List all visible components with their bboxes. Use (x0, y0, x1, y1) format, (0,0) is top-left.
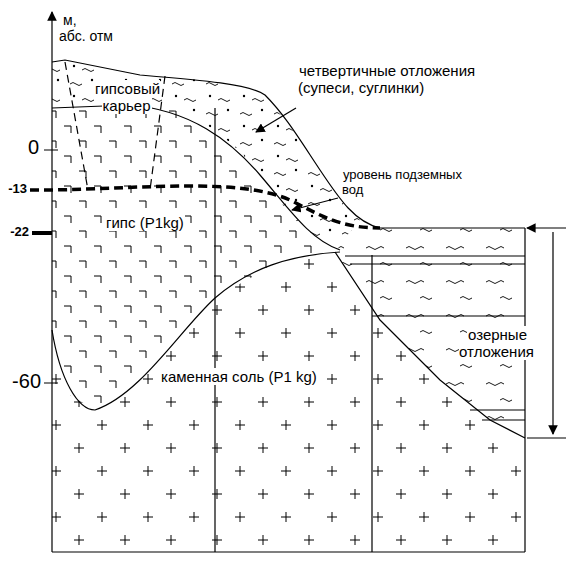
label-text: четвертичные отложения (супеси, суглинки… (298, 62, 475, 96)
quarry-label: гипсовый карьер (90, 80, 164, 115)
axis-tick-label: 0 (18, 136, 40, 159)
axis-unit: абс. отм (58, 28, 138, 44)
y-axis (51, 12, 52, 552)
label-text: -13 (7, 181, 28, 196)
layer-label: каменная соль (P1 kg) (160, 368, 360, 385)
layer-label: четвертичные отложения (супеси, суглинки… (298, 62, 478, 97)
label-text: -60 (11, 370, 42, 392)
layer-label: озерные отложения (448, 326, 546, 361)
layer-label: гипс (P1kg) (105, 214, 225, 231)
ground-surface (52, 60, 525, 228)
axis-ticks (44, 150, 58, 383)
tick-22 (32, 231, 52, 235)
salt-fill (52, 252, 525, 552)
callout-quaternary (256, 108, 296, 132)
label-text: озерные отложения (459, 326, 535, 360)
axis-unit: м, (62, 12, 102, 28)
callout-groundwater (292, 198, 338, 210)
label-text: -22 (9, 224, 30, 239)
groundwater-label: уровень подземных вод (342, 168, 462, 198)
groundwater-level (30, 186, 380, 228)
quarry-dash (65, 62, 165, 190)
label-text: уровень подземных вод (342, 167, 462, 197)
label-text: абс. отм (58, 28, 114, 44)
salt-top (52, 252, 340, 410)
label-text: 0 (27, 136, 40, 158)
lake-bracket (527, 228, 566, 438)
quaternary-base (52, 105, 340, 250)
label-text: гипс (P1kg) (105, 214, 185, 231)
axis-tick-label: -60 (2, 370, 42, 393)
label-text: каменная соль (P1 kg) (160, 368, 318, 385)
label-text: м, (62, 12, 78, 28)
section-lines (52, 108, 525, 552)
axis-tick-label: -22 (2, 225, 30, 240)
label-text: гипсовый карьер (94, 80, 160, 114)
axis-tick-label: -13 (2, 182, 28, 197)
